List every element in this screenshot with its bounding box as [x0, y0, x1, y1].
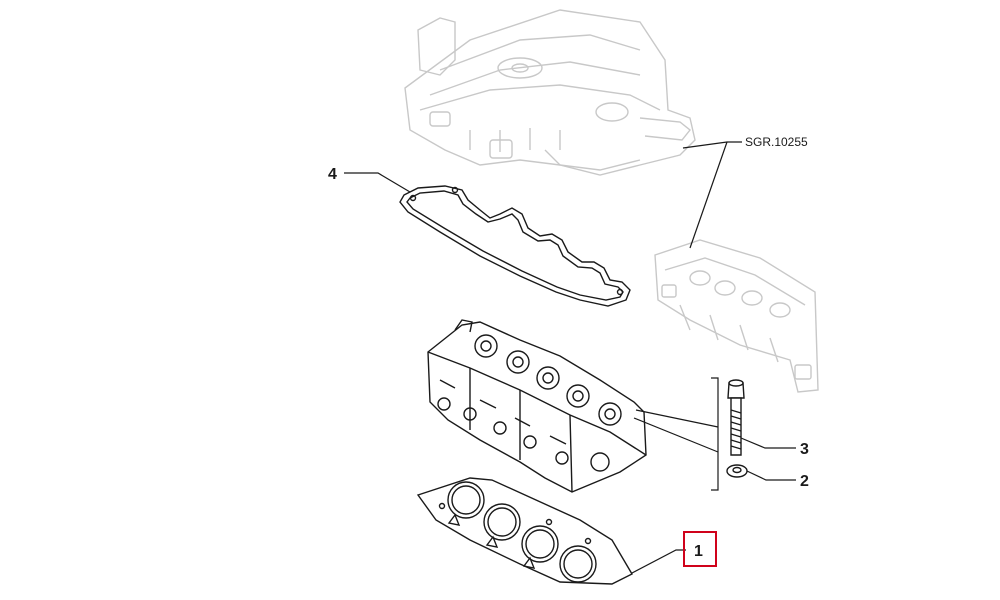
- reference-code: SGR.10255: [745, 135, 808, 149]
- exhaust-manifold-ghosted: [654, 239, 819, 393]
- callout-1-highlight-box: [683, 531, 717, 567]
- cylinder-head-bolt: [727, 379, 745, 456]
- cylinder-head: [427, 319, 647, 493]
- intake-manifold-ghosted: [404, 9, 696, 176]
- callout-1: 1: [694, 543, 703, 560]
- callout-3: 3: [800, 441, 809, 458]
- valve-cover-gasket: [399, 185, 631, 307]
- callout-2: 2: [800, 473, 809, 490]
- washer: [726, 464, 748, 478]
- leader-lines: [344, 141, 796, 574]
- head-gasket: [416, 477, 633, 585]
- callout-4: 4: [328, 166, 337, 183]
